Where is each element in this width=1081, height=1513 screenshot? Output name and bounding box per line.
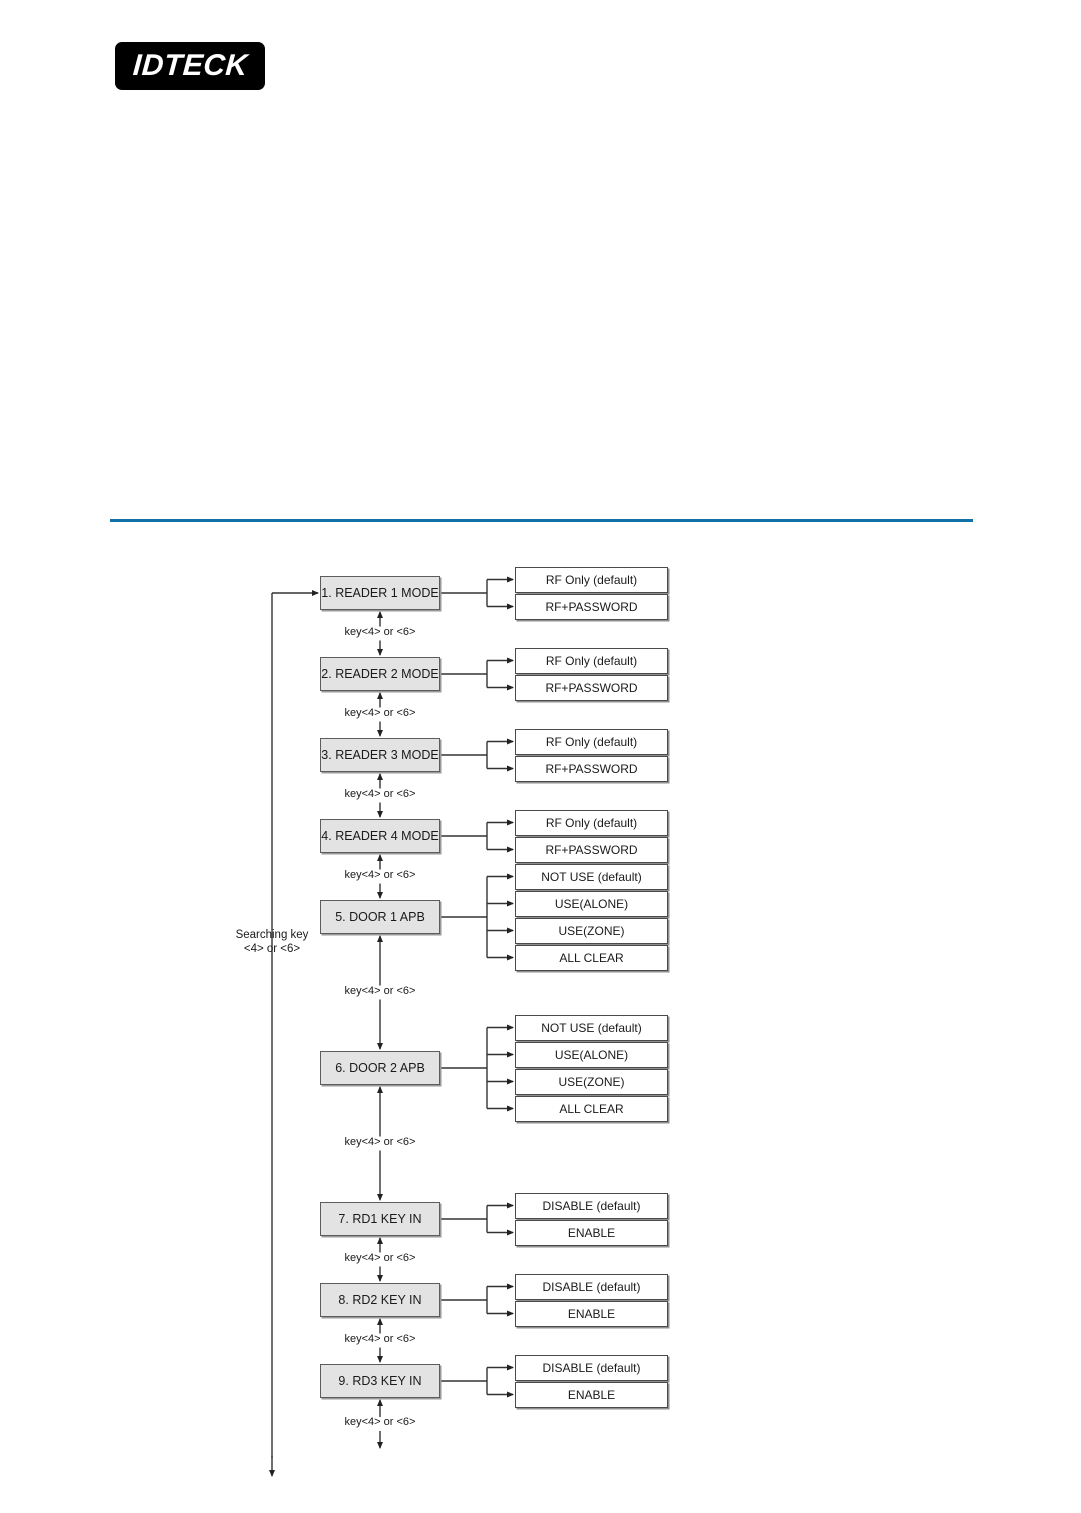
menu-option-label: RF Only (default)	[545, 653, 638, 668]
menu-option-label: RF Only (default)	[545, 815, 638, 830]
menu-option-reader-1-mode-1[interactable]: RF+PASSWORD	[515, 593, 668, 620]
menu-node-label: 3. READER 3 MODE	[321, 748, 439, 762]
menu-option-label: RF+PASSWORD	[545, 680, 638, 695]
transition-key-label: key<4> or <6>	[344, 984, 416, 997]
menu-option-reader-2-mode-1[interactable]: RF+PASSWORD	[515, 674, 668, 701]
menu-node-door-2-apb[interactable]: 6. DOOR 2 APB	[320, 1051, 440, 1085]
menu-option-door-2-apb-1[interactable]: USE(ALONE)	[515, 1041, 668, 1068]
menu-option-label: RF+PASSWORD	[545, 842, 638, 857]
menu-option-door-2-apb-0[interactable]: NOT USE (default)	[515, 1014, 668, 1041]
menu-node-rd3-key-in[interactable]: 9. RD3 KEY IN	[320, 1364, 440, 1398]
menu-option-label: NOT USE (default)	[541, 869, 642, 884]
menu-option-label: ALL CLEAR	[559, 950, 624, 965]
menu-node-label: 7. RD1 KEY IN	[338, 1212, 422, 1226]
menu-option-label: NOT USE (default)	[541, 1020, 642, 1035]
transition-key-label: key<4> or <6>	[344, 1416, 416, 1428]
menu-option-door-1-apb-0[interactable]: NOT USE (default)	[515, 863, 668, 890]
menu-node-label: 1. READER 1 MODE	[321, 586, 439, 600]
menu-option-label: USE(ALONE)	[554, 896, 629, 911]
menu-option-reader-4-mode-1[interactable]: RF+PASSWORD	[515, 836, 668, 863]
menu-option-label: ENABLE	[567, 1225, 616, 1240]
menu-node-label: 6. DOOR 2 APB	[335, 1061, 425, 1075]
menu-option-label: USE(ALONE)	[554, 1047, 629, 1062]
menu-option-reader-4-mode-0[interactable]: RF Only (default)	[515, 809, 668, 836]
menu-node-door-1-apb[interactable]: 5. DOOR 1 APB	[320, 900, 440, 934]
menu-option-rd2-key-in-0[interactable]: DISABLE (default)	[515, 1273, 668, 1300]
menu-option-label: RF Only (default)	[545, 734, 638, 749]
transition-key-label: key<4> or <6>	[344, 1251, 416, 1264]
menu-node-reader-2-mode[interactable]: 2. READER 2 MODE	[320, 657, 440, 691]
menu-option-label: RF+PASSWORD	[545, 599, 638, 614]
searching-key-label-line1: Searching key	[235, 929, 309, 941]
menu-option-label: ENABLE	[567, 1306, 616, 1321]
menu-option-rd1-key-in-0[interactable]: DISABLE (default)	[515, 1192, 668, 1219]
menu-option-door-1-apb-1[interactable]: USE(ALONE)	[515, 890, 668, 917]
menu-node-label: 8. RD2 KEY IN	[338, 1293, 422, 1307]
menu-option-door-2-apb-3[interactable]: ALL CLEAR	[515, 1095, 668, 1122]
menu-option-label: ALL CLEAR	[559, 1101, 624, 1116]
searching-key-label: Searching key <4> or <6>	[210, 928, 334, 957]
menu-node-label: 2. READER 2 MODE	[321, 667, 439, 681]
menu-node-reader-4-mode[interactable]: 4. READER 4 MODE	[320, 819, 440, 853]
menu-node-rd1-key-in[interactable]: 7. RD1 KEY IN	[320, 1202, 440, 1236]
header-divider-rule	[110, 519, 973, 522]
searching-key-label-line2: <4> or <6>	[243, 943, 301, 956]
menu-option-rd2-key-in-1[interactable]: ENABLE	[515, 1300, 668, 1327]
menu-option-label: RF Only (default)	[545, 572, 638, 587]
menu-option-label: DISABLE (default)	[542, 1279, 641, 1294]
menu-option-door-2-apb-2[interactable]: USE(ZONE)	[515, 1068, 668, 1095]
menu-option-label: ENABLE	[567, 1387, 616, 1402]
menu-option-rd3-key-in-0[interactable]: DISABLE (default)	[515, 1354, 668, 1381]
menu-option-label: DISABLE (default)	[542, 1360, 641, 1375]
transition-key-label: key<4> or <6>	[344, 787, 416, 800]
menu-option-reader-3-mode-0[interactable]: RF Only (default)	[515, 728, 668, 755]
menu-node-label: 5. DOOR 1 APB	[335, 910, 425, 924]
menu-option-door-1-apb-3[interactable]: ALL CLEAR	[515, 944, 668, 971]
transition-key-label: key<4> or <6>	[344, 1135, 416, 1148]
menu-node-label: 9. RD3 KEY IN	[338, 1374, 422, 1388]
menu-option-door-1-apb-2[interactable]: USE(ZONE)	[515, 917, 668, 944]
menu-option-label: DISABLE (default)	[542, 1198, 641, 1213]
transition-key-label: key<4> or <6>	[344, 1332, 416, 1345]
menu-option-reader-2-mode-0[interactable]: RF Only (default)	[515, 647, 668, 674]
transition-key-label: key<4> or <6>	[344, 868, 416, 881]
menu-option-rd1-key-in-1[interactable]: ENABLE	[515, 1219, 668, 1246]
menu-option-label: RF+PASSWORD	[545, 761, 638, 776]
menu-option-label: USE(ZONE)	[558, 1074, 625, 1089]
menu-option-rd3-key-in-1[interactable]: ENABLE	[515, 1381, 668, 1408]
transition-key-label: key<4> or <6>	[344, 625, 416, 638]
menu-option-reader-1-mode-0[interactable]: RF Only (default)	[515, 566, 668, 593]
menu-option-label: USE(ZONE)	[558, 923, 625, 938]
menu-option-reader-3-mode-1[interactable]: RF+PASSWORD	[515, 755, 668, 782]
transition-key-label: key<4> or <6>	[344, 706, 416, 719]
menu-node-label: 4. READER 4 MODE	[321, 829, 439, 843]
menu-node-rd2-key-in[interactable]: 8. RD2 KEY IN	[320, 1283, 440, 1317]
idteck-logo: IDTECK	[115, 42, 265, 90]
menu-node-reader-1-mode[interactable]: 1. READER 1 MODE	[320, 576, 440, 610]
menu-node-reader-3-mode[interactable]: 3. READER 3 MODE	[320, 738, 440, 772]
